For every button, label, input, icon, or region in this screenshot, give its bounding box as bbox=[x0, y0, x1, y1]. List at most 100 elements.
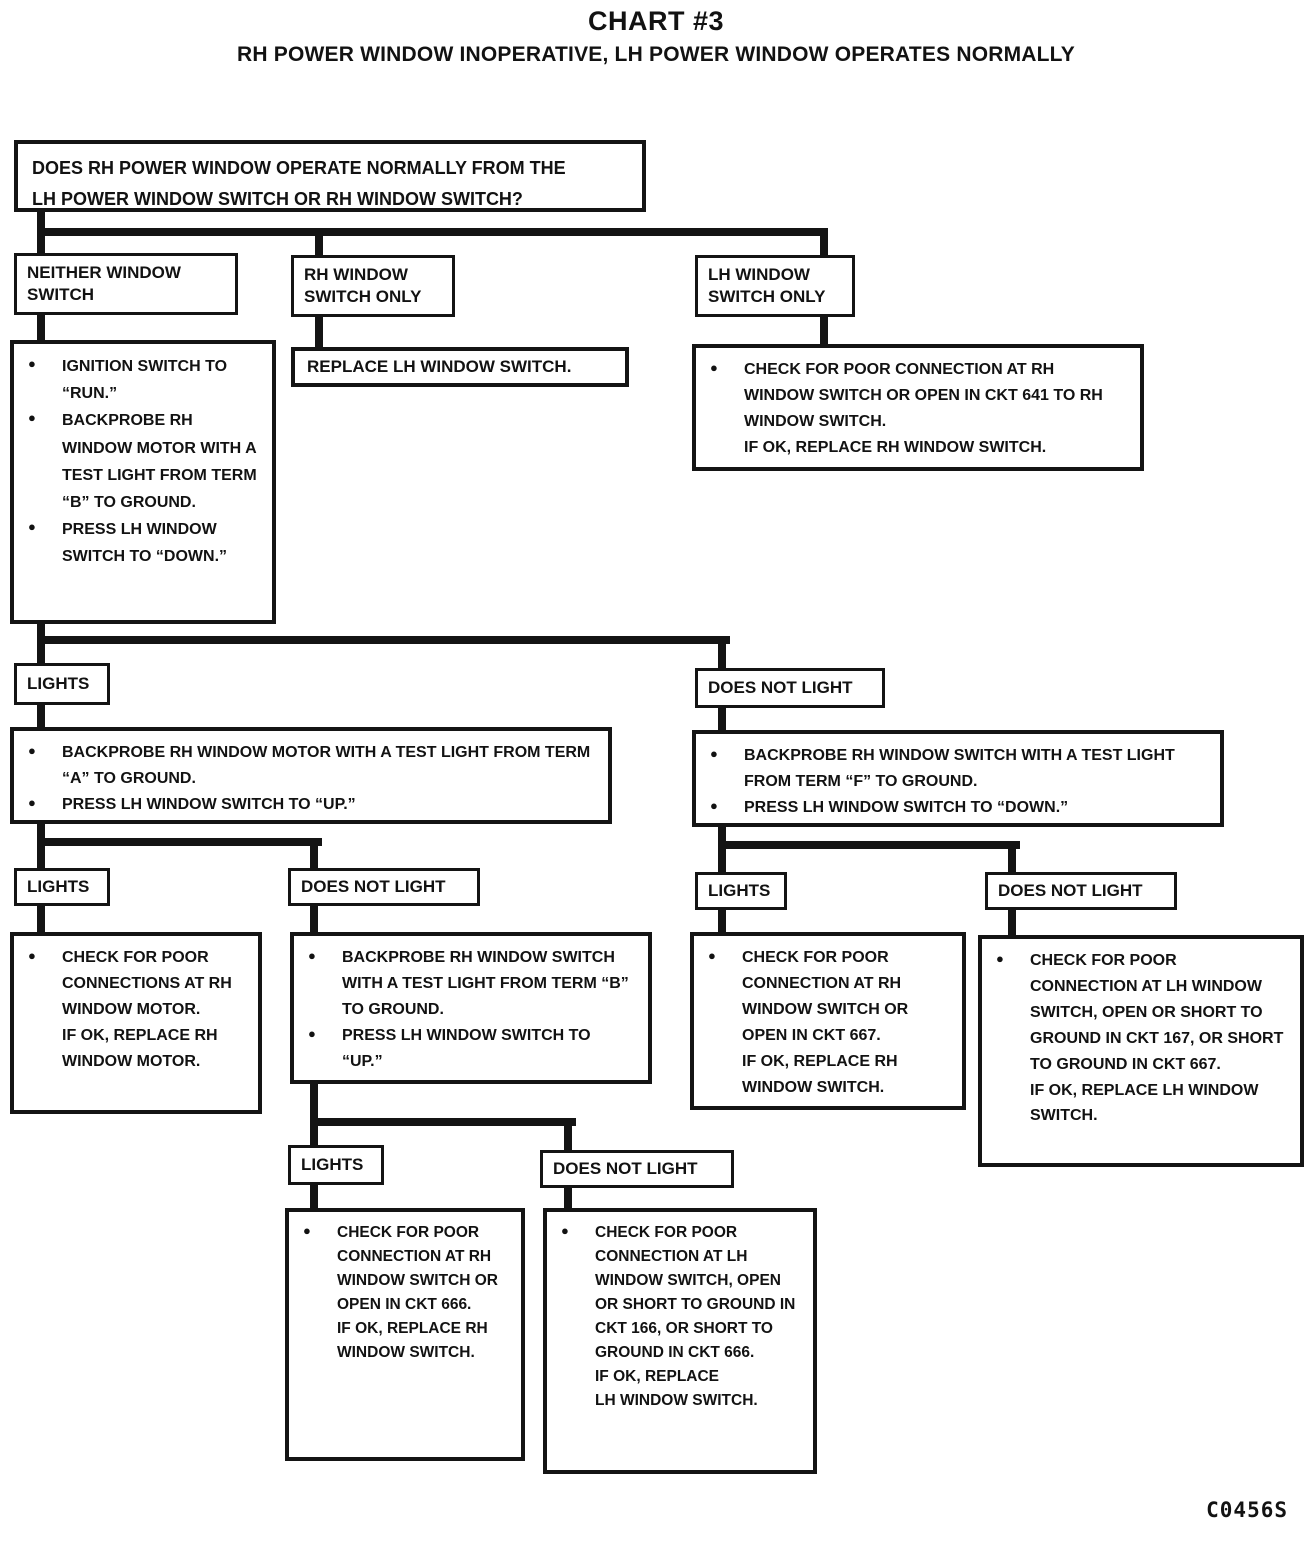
connector-line bbox=[37, 904, 45, 934]
bullet-item: PRESS LH WINDOW SWITCH TO “UP.” bbox=[18, 792, 598, 818]
connector-line bbox=[310, 1183, 318, 1210]
bullet-text: CHECK FOR POOR CONNECTION AT LH WINDOW S… bbox=[1030, 952, 1284, 1125]
bullet-text: PRESS LH WINDOW SWITCH TO “UP.” bbox=[62, 795, 356, 813]
bullet-item: CHECK FOR POOR CONNECTION AT LH WINDOW S… bbox=[986, 948, 1290, 1129]
result-label-text: DOES NOT LIGHT bbox=[998, 880, 1143, 900]
question-text: DOES RH POWER WINDOW OPERATE NORMALLY FR… bbox=[32, 158, 566, 209]
connector-line bbox=[820, 317, 828, 347]
connector-line bbox=[564, 1186, 572, 1210]
bullet-text: PRESS LH WINDOW SWITCH TO “DOWN.” bbox=[62, 521, 228, 566]
connector-line bbox=[37, 228, 828, 236]
connector-line bbox=[1008, 841, 1016, 874]
connector-line bbox=[37, 822, 45, 870]
bullet-text: BACKPROBE RH WINDOW SWITCH WITH A TEST L… bbox=[744, 747, 1175, 790]
bullet-item: CHECK FOR POOR CONNECTIONS AT RH WINDOW … bbox=[18, 945, 248, 1075]
figure-code: C0456S bbox=[1206, 1498, 1288, 1522]
bullet-item: CHECK FOR POOR CONNECTION AT RH WINDOW S… bbox=[293, 1221, 511, 1365]
connector-line bbox=[718, 841, 1020, 849]
branch-label-text: RH WINDOW SWITCH ONLY bbox=[304, 264, 422, 306]
branch-label-rh-switch-only: RH WINDOW SWITCH ONLY bbox=[291, 255, 455, 317]
connector-line bbox=[718, 706, 726, 732]
bullet-item: BACKPROBE RH WINDOW MOTOR WITH A TEST LI… bbox=[18, 407, 262, 516]
bullet-icon bbox=[293, 1221, 337, 1241]
bullet-icon bbox=[700, 357, 744, 378]
connector-line bbox=[1008, 908, 1016, 937]
procedure-box-test-switch-f: BACKPROBE RH WINDOW SWITCH WITH A TEST L… bbox=[692, 730, 1224, 827]
connector-line bbox=[37, 313, 45, 343]
connector-line bbox=[718, 908, 726, 934]
bullet-item: PRESS LH WINDOW SWITCH TO “DOWN.” bbox=[700, 795, 1210, 821]
bullet-text: BACKPROBE RH WINDOW SWITCH WITH A TEST L… bbox=[342, 949, 629, 1018]
connector-line bbox=[37, 838, 322, 846]
chart-subtitle: RH POWER WINDOW INOPERATIVE, LH POWER WI… bbox=[236, 43, 1075, 66]
bullet-text: BACKPROBE RH WINDOW MOTOR WITH A TEST LI… bbox=[62, 744, 591, 787]
bullet-text: PRESS LH WINDOW SWITCH TO “DOWN.” bbox=[744, 798, 1069, 816]
bullet-icon bbox=[18, 945, 62, 966]
bullet-icon bbox=[18, 516, 62, 538]
bullet-text: CHECK FOR POOR CONNECTION AT RH WINDOW S… bbox=[744, 361, 1103, 456]
bullet-item: IGNITION SWITCH TO “RUN.” bbox=[18, 353, 262, 407]
result-label-does-not-light-1: DOES NOT LIGHT bbox=[695, 668, 885, 708]
bullet-text: PRESS LH WINDOW SWITCH TO “UP.” bbox=[342, 1026, 591, 1070]
result-label-does-not-light-3: DOES NOT LIGHT bbox=[985, 872, 1177, 910]
bullet-icon bbox=[298, 945, 342, 966]
bullet-item: BACKPROBE RH WINDOW MOTOR WITH A TEST LI… bbox=[18, 740, 598, 792]
bullet-item: PRESS LH WINDOW SWITCH TO “DOWN.” bbox=[18, 516, 262, 570]
connector-line bbox=[564, 1118, 572, 1152]
result-label-lights-3: LIGHTS bbox=[695, 872, 787, 910]
result-label-lights-4: LIGHTS bbox=[288, 1145, 384, 1185]
bullet-icon bbox=[298, 1023, 342, 1044]
result-label-text: LIGHTS bbox=[27, 673, 90, 693]
branch-label-neither-switch: NEITHER WINDOW SWITCH bbox=[14, 253, 238, 315]
connector-line bbox=[37, 636, 730, 644]
result-label-lights-2: LIGHTS bbox=[14, 868, 110, 906]
action-box-ckt166: CHECK FOR POOR CONNECTION AT LH WINDOW S… bbox=[543, 1208, 817, 1474]
bullet-item: CHECK FOR POOR CONNECTION AT RH WINDOW S… bbox=[700, 357, 1130, 461]
result-label-lights-1: LIGHTS bbox=[14, 663, 110, 705]
connector-line bbox=[37, 703, 45, 729]
bullet-text: CHECK FOR POOR CONNECTIONS AT RH WINDOW … bbox=[62, 949, 232, 1070]
bullet-text: CHECK FOR POOR CONNECTION AT LH WINDOW S… bbox=[595, 1224, 796, 1410]
chart-title: CHART #3 bbox=[587, 6, 725, 36]
connector-line bbox=[820, 228, 828, 258]
bullet-icon bbox=[18, 740, 62, 761]
bullet-text: BACKPROBE RH WINDOW MOTOR WITH A TEST LI… bbox=[62, 412, 257, 511]
procedure-box-test-switch-b: BACKPROBE RH WINDOW SWITCH WITH A TEST L… bbox=[290, 932, 652, 1084]
connector-line bbox=[310, 838, 318, 870]
question-box: DOES RH POWER WINDOW OPERATE NORMALLY FR… bbox=[14, 140, 646, 212]
connector-line bbox=[310, 1118, 576, 1126]
bullet-icon bbox=[986, 948, 1030, 969]
connector-line bbox=[718, 636, 726, 670]
connector-line bbox=[718, 825, 726, 874]
bullet-icon bbox=[551, 1221, 595, 1241]
bullet-item: CHECK FOR POOR CONNECTION AT LH WINDOW S… bbox=[551, 1221, 803, 1413]
branch-label-text: NEITHER WINDOW SWITCH bbox=[27, 262, 181, 304]
result-label-does-not-light-2: DOES NOT LIGHT bbox=[288, 868, 480, 906]
result-label-text: DOES NOT LIGHT bbox=[708, 677, 853, 697]
action-text: REPLACE LH WINDOW SWITCH. bbox=[307, 357, 572, 376]
action-box-replace-lh-switch: REPLACE LH WINDOW SWITCH. bbox=[291, 347, 629, 387]
result-label-text: LIGHTS bbox=[301, 1154, 364, 1174]
result-label-text: LIGHTS bbox=[708, 880, 771, 900]
bullet-item: CHECK FOR POOR CONNECTION AT RH WINDOW S… bbox=[698, 945, 952, 1100]
connector-line bbox=[310, 1082, 318, 1147]
bullet-item: PRESS LH WINDOW SWITCH TO “UP.” bbox=[298, 1023, 638, 1075]
action-box-ckt641: CHECK FOR POOR CONNECTION AT RH WINDOW S… bbox=[692, 344, 1144, 471]
bullet-text: CHECK FOR POOR CONNECTION AT RH WINDOW S… bbox=[742, 949, 909, 1096]
procedure-box-test-motor-a: BACKPROBE RH WINDOW MOTOR WITH A TEST LI… bbox=[10, 727, 612, 824]
connector-line bbox=[315, 228, 323, 258]
branch-label-text: LH WINDOW SWITCH ONLY bbox=[708, 264, 826, 306]
chart-header: CHART #3 RH POWER WINDOW INOPERATIVE, LH… bbox=[0, 6, 1312, 67]
connector-line bbox=[315, 317, 323, 349]
action-box-ckt667: CHECK FOR POOR CONNECTION AT RH WINDOW S… bbox=[690, 932, 966, 1110]
action-box-check-motor: CHECK FOR POOR CONNECTIONS AT RH WINDOW … bbox=[10, 932, 262, 1114]
result-label-text: LIGHTS bbox=[27, 876, 90, 896]
action-box-ckt167: CHECK FOR POOR CONNECTION AT LH WINDOW S… bbox=[978, 935, 1304, 1167]
bullet-item: BACKPROBE RH WINDOW SWITCH WITH A TEST L… bbox=[700, 743, 1210, 795]
procedure-box-neither: IGNITION SWITCH TO “RUN.” BACKPROBE RH W… bbox=[10, 340, 276, 624]
result-label-text: DOES NOT LIGHT bbox=[301, 876, 446, 896]
bullet-item: BACKPROBE RH WINDOW SWITCH WITH A TEST L… bbox=[298, 945, 638, 1023]
action-box-ckt666: CHECK FOR POOR CONNECTION AT RH WINDOW S… bbox=[285, 1208, 525, 1461]
branch-label-lh-switch-only: LH WINDOW SWITCH ONLY bbox=[695, 255, 855, 317]
